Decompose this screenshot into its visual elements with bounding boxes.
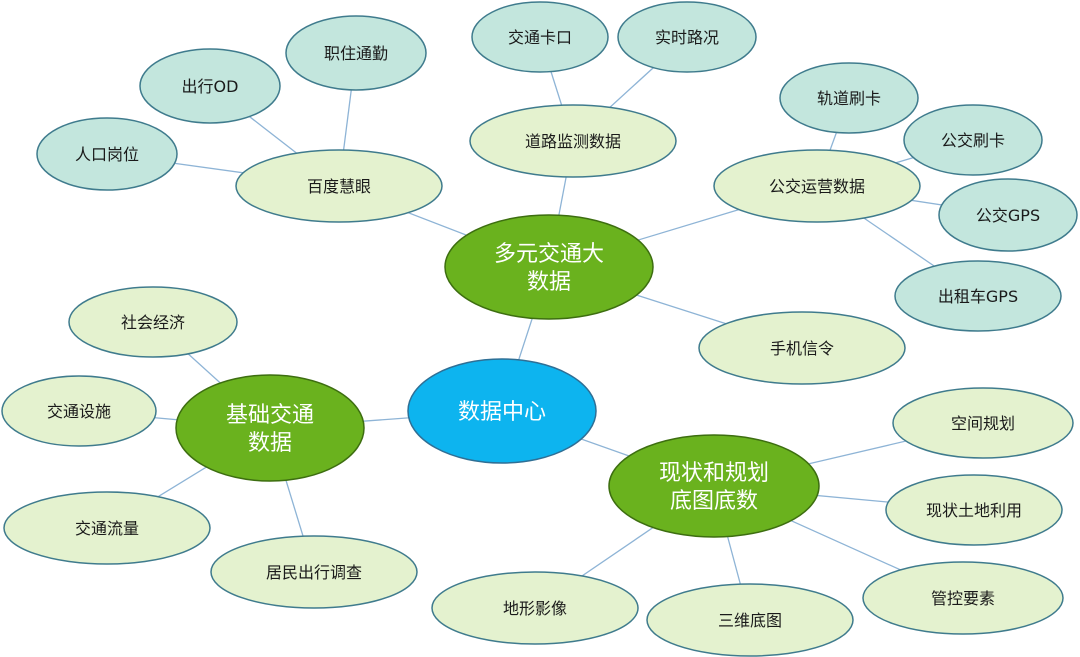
node-label-basic: 基础交通 [226, 403, 314, 428]
node-baidu: 百度慧眼 [235, 149, 443, 223]
node-landuse: 现状土地利用 [885, 474, 1063, 546]
node-label-status: 现状和规划 [659, 461, 769, 486]
node-road: 道路监测数据 [469, 104, 677, 178]
node-label-rail-card: 轨道刷卡 [817, 89, 881, 108]
node-label-baidu: 百度慧眼 [307, 177, 371, 196]
node-label-status: 底图底数 [670, 489, 758, 514]
node-shape-rail-card [779, 62, 919, 134]
node-label-phone: 手机信令 [770, 339, 834, 358]
node-label-center: 数据中心 [458, 400, 546, 425]
node-shape-multi [444, 214, 654, 320]
node-pop: 人口岗位 [36, 117, 178, 191]
node-shape-terrain [431, 571, 639, 645]
node-label-base3d: 三维底图 [718, 611, 782, 630]
node-shape-bus-card [903, 104, 1043, 176]
node-checkpoint: 交通卡口 [471, 1, 609, 73]
node-label-econ: 社会经济 [121, 313, 185, 332]
node-label-terrain: 地形影像 [503, 599, 567, 618]
node-shape-pop [36, 117, 178, 191]
node-shape-landuse [885, 474, 1063, 546]
node-phone: 手机信令 [698, 311, 906, 385]
node-taxi-gps: 出租车GPS [894, 260, 1062, 332]
node-shape-phone [698, 311, 906, 385]
node-bus-card: 公交刷卡 [903, 104, 1043, 176]
node-od: 出行OD [139, 48, 281, 124]
node-label-control: 管控要素 [931, 589, 995, 608]
node-flow: 交通流量 [3, 491, 211, 565]
node-bus-ops: 公交运营数据 [713, 149, 921, 223]
node-shape-taxi-gps [894, 260, 1062, 332]
node-bus-gps: 公交GPS [938, 178, 1078, 252]
node-label-survey: 居民出行调查 [266, 563, 362, 582]
node-label-road: 道路监测数据 [525, 132, 621, 151]
node-label-facility: 交通设施 [47, 402, 111, 421]
node-label-landuse: 现状土地利用 [926, 501, 1022, 520]
node-shape-flow [3, 491, 211, 565]
node-label-realtime: 实时路况 [655, 28, 719, 47]
node-commute: 职住通勤 [285, 15, 427, 91]
node-label-flow: 交通流量 [75, 519, 139, 538]
node-label-bus-gps: 公交GPS [976, 206, 1040, 225]
node-shape-status [608, 434, 820, 538]
node-shape-center [407, 358, 597, 464]
node-label-bus-card: 公交刷卡 [941, 131, 1005, 150]
node-label-taxi-gps: 出租车GPS [938, 287, 1018, 306]
node-shape-base3d [646, 583, 854, 657]
node-survey: 居民出行调查 [210, 535, 418, 609]
node-label-spatial: 空间规划 [951, 414, 1015, 433]
node-facility: 交通设施 [1, 375, 157, 447]
node-label-pop: 人口岗位 [75, 145, 139, 164]
node-shape-commute [285, 15, 427, 91]
node-shape-od [139, 48, 281, 124]
node-rail-card: 轨道刷卡 [779, 62, 919, 134]
node-label-multi: 数据 [527, 270, 571, 295]
node-label-commute: 职住通勤 [324, 44, 388, 63]
node-center: 数据中心 [407, 358, 597, 464]
node-shape-checkpoint [471, 1, 609, 73]
node-control: 管控要素 [862, 561, 1064, 635]
node-econ: 社会经济 [68, 286, 238, 358]
node-label-checkpoint: 交通卡口 [508, 28, 572, 47]
node-spatial: 空间规划 [892, 387, 1074, 459]
node-shape-bus-gps [938, 178, 1078, 252]
node-shape-road [469, 104, 677, 178]
node-terrain: 地形影像 [431, 571, 639, 645]
node-label-multi: 多元交通大 [494, 242, 604, 267]
node-label-od: 出行OD [182, 77, 239, 96]
node-shape-econ [68, 286, 238, 358]
node-base3d: 三维底图 [646, 583, 854, 657]
node-label-basic: 数据 [248, 431, 292, 456]
node-shape-basic [175, 374, 365, 482]
node-shape-bus-ops [713, 149, 921, 223]
node-shape-control [862, 561, 1064, 635]
node-shape-realtime [617, 1, 757, 73]
node-shape-survey [210, 535, 418, 609]
node-shape-facility [1, 375, 157, 447]
node-shape-spatial [892, 387, 1074, 459]
node-shape-baidu [235, 149, 443, 223]
node-realtime: 实时路况 [617, 1, 757, 73]
node-label-bus-ops: 公交运营数据 [769, 177, 865, 196]
